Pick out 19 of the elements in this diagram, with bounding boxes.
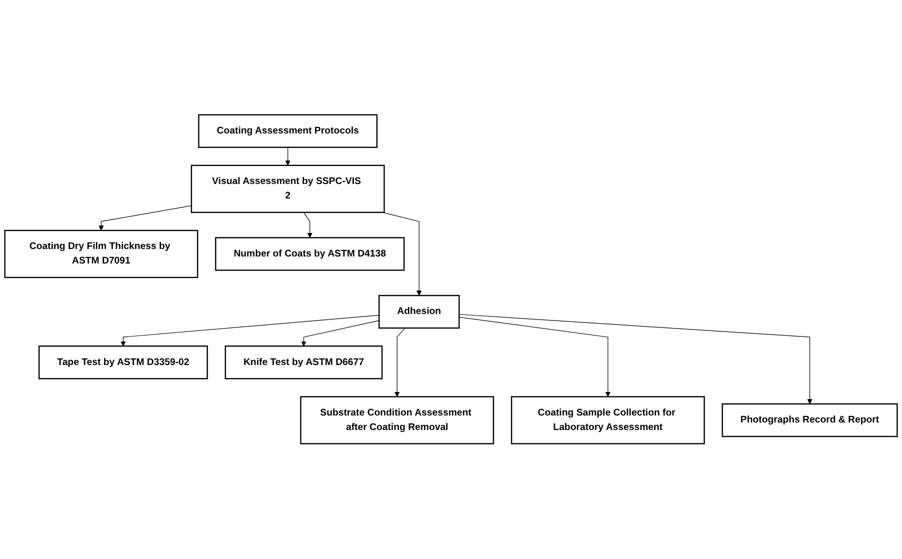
node-box: Substrate Condition Assessment after Coating Removal	[300, 396, 494, 445]
arrow	[120, 315, 380, 347]
node-box: Number of Coats by ASTM D4138	[215, 237, 405, 272]
node-box: Adhesion	[378, 295, 460, 329]
node-box: Coating Dry Film Thickness by ASTM D7091	[4, 230, 198, 278]
arrow	[458, 317, 611, 398]
arrow	[382, 212, 422, 296]
node-box: Coating Assessment Protocols	[198, 114, 378, 148]
arrow	[394, 328, 406, 398]
node-box: Visual Assessment by SSPC-VIS 2	[190, 165, 385, 214]
arrow	[301, 320, 380, 347]
arrow	[285, 147, 290, 166]
node-box: Coating Sample Collection for Laboratory Assessment	[510, 396, 705, 445]
arrow	[303, 212, 312, 238]
node-box: Knife Test by ASTM D6677	[224, 346, 383, 380]
node-box: Photographs Record & Report	[722, 404, 898, 438]
arrow	[98, 206, 192, 231]
node-box: Tape Test by ASTM D3359-02	[38, 346, 208, 380]
arrow	[458, 314, 812, 404]
